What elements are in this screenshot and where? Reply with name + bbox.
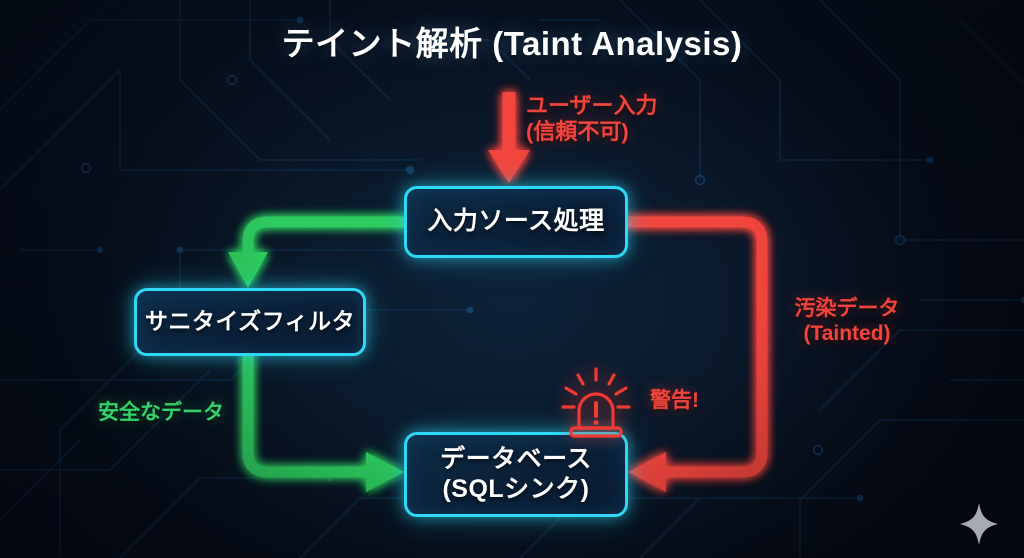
arrow-tainted-data — [622, 216, 768, 492]
arrow-sanitize-flow — [228, 216, 410, 288]
page-title: テイント解析 (Taint Analysis) — [281, 25, 743, 62]
node-input-source[interactable]: 入力ソース処理 — [404, 186, 628, 258]
edge-label-user-input: ユーザー入力 (信頼不可) — [526, 93, 658, 145]
node-sanitize-filter[interactable]: サニタイズフィルタ — [134, 288, 366, 356]
warning-label: 警告! — [650, 389, 699, 412]
edge-label-safe-data: 安全なデータ — [98, 401, 224, 424]
sparkle-icon — [960, 503, 998, 545]
arrow-safe-data — [242, 350, 404, 492]
siren-alert-icon — [561, 367, 631, 438]
arrow-user-input — [488, 92, 530, 183]
edge-label-tainted-data: 汚染データ (Tainted) — [794, 297, 900, 346]
node-database-sink[interactable]: データベース (SQLシンク) — [404, 432, 628, 517]
